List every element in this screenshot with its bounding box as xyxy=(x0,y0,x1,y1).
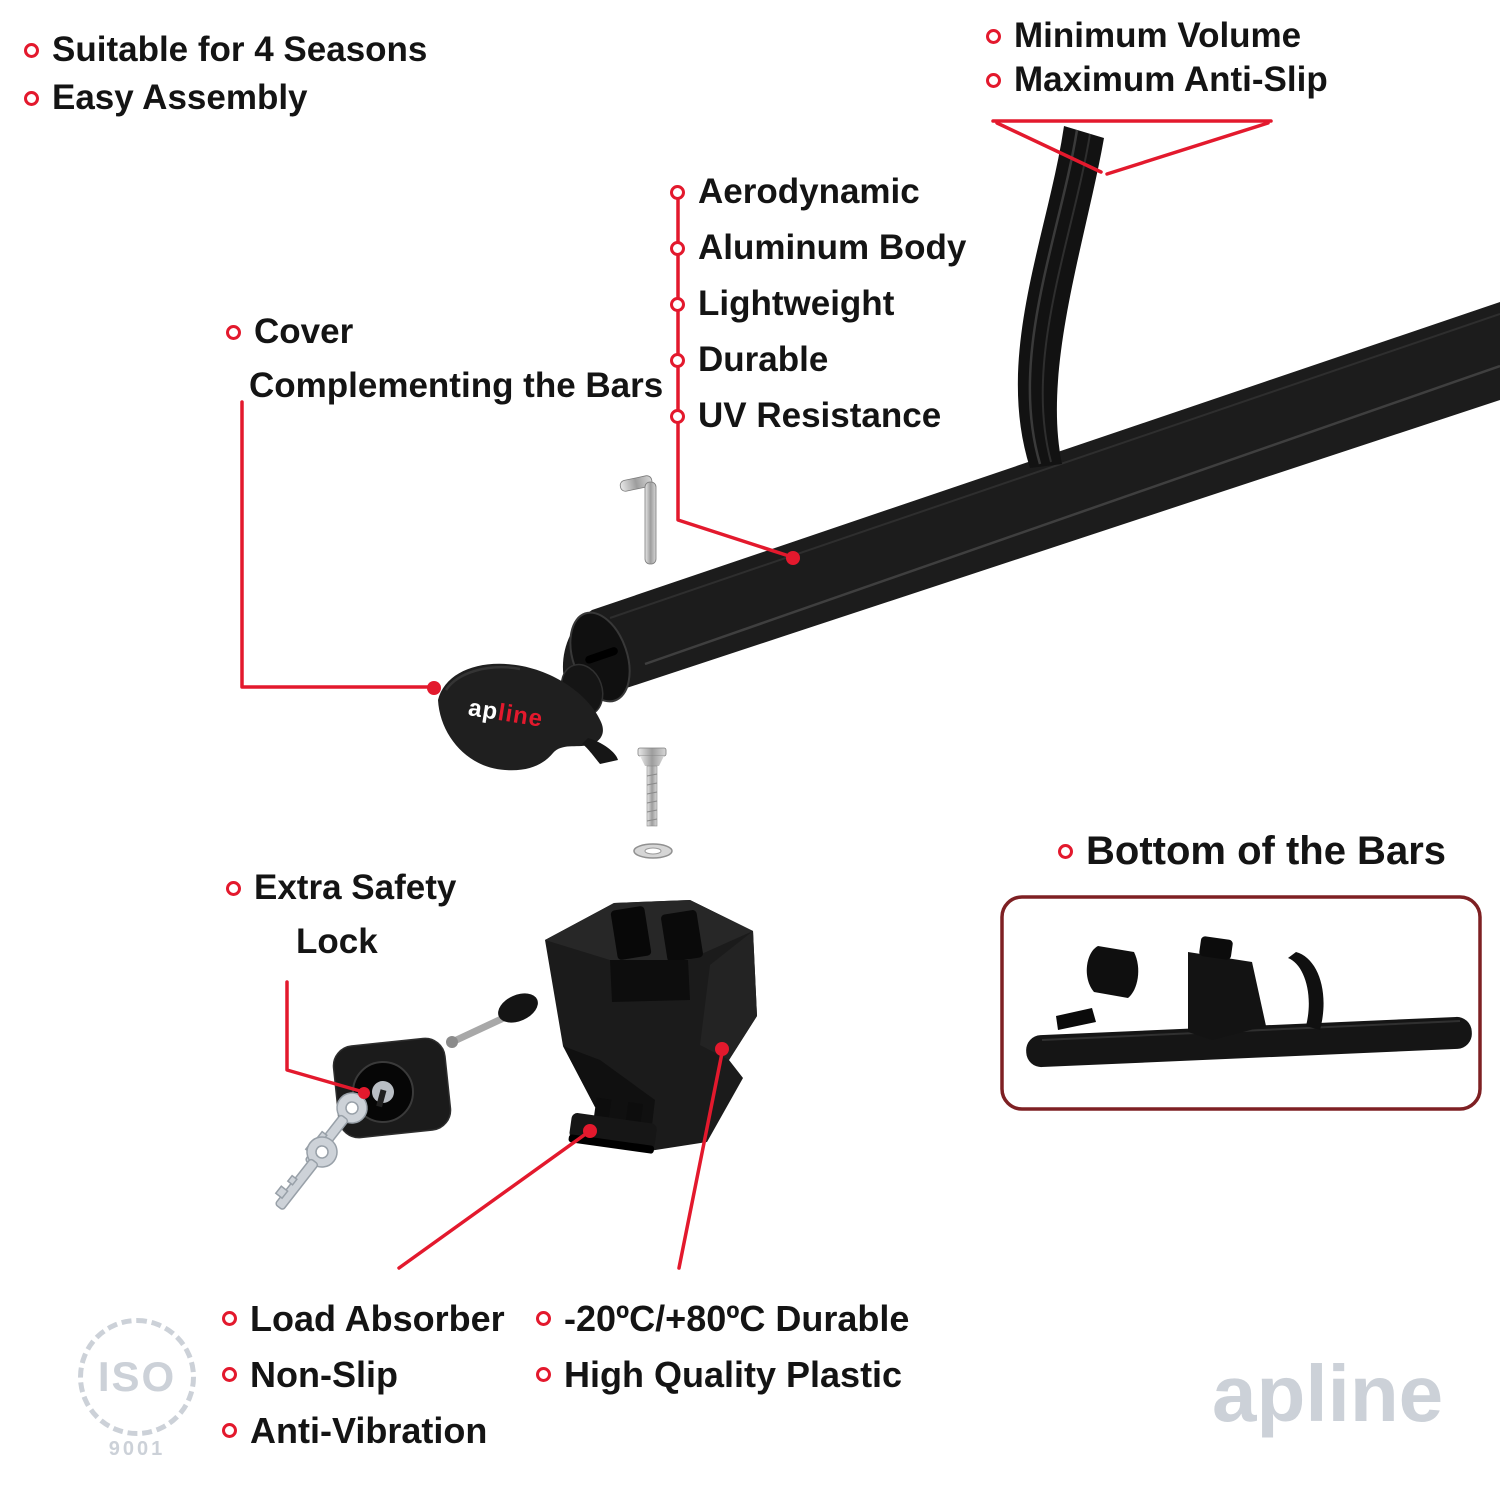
label-load-absorber: Load Absorber xyxy=(222,1298,505,1339)
label-text: Maximum Anti-Slip xyxy=(1014,60,1328,99)
label-text: Durable xyxy=(698,340,829,379)
bolt-icon xyxy=(637,747,667,827)
label-text: Complementing the Bars xyxy=(249,366,664,405)
bullet-icon xyxy=(226,880,241,896)
leader-lines xyxy=(240,119,1273,1270)
label-temperature-durable: -20ºC/+80ºC Durable xyxy=(536,1298,909,1339)
label-lightweight: Lightweight xyxy=(670,284,894,324)
bullet-icon xyxy=(670,352,685,368)
bullet-icon xyxy=(670,240,685,256)
label-non-slip: Non-Slip xyxy=(222,1354,398,1395)
cap-brand-prefix: ap xyxy=(466,694,501,726)
label-minimum-volume: Minimum Volume xyxy=(986,16,1301,56)
bottom-of-bars-inset xyxy=(1000,895,1482,1111)
label-text: Cover xyxy=(254,312,354,351)
label-suitable-4-seasons: Suitable for 4 Seasons xyxy=(24,30,427,70)
label-aluminum-body: Aluminum Body xyxy=(670,228,966,268)
brand-watermark: apline xyxy=(1212,1349,1444,1438)
label-text: Minimum Volume xyxy=(1014,16,1302,55)
label-cover-line2: Complementing the Bars xyxy=(249,366,663,406)
bullet-icon xyxy=(226,324,241,340)
label-text: Lock xyxy=(296,922,378,961)
mounting-foot xyxy=(545,900,757,1151)
bullet-icon xyxy=(536,1367,551,1383)
label-aerodynamic: Aerodynamic xyxy=(670,172,920,212)
label-text: UV Resistance xyxy=(698,396,942,435)
label-cover: Cover xyxy=(226,312,353,352)
label-durable: Durable xyxy=(670,340,828,380)
label-text: Lightweight xyxy=(698,284,895,323)
label-text: Aerodynamic xyxy=(698,172,920,211)
bullet-icon xyxy=(24,42,39,58)
cap-brand-suffix: line xyxy=(496,698,546,733)
iso-title: ISO xyxy=(97,1353,177,1400)
leader-dots xyxy=(358,551,800,1138)
allen-key-icon xyxy=(619,475,657,565)
bullet-icon xyxy=(222,1423,237,1439)
bullet-icon xyxy=(222,1367,237,1383)
label-text: Anti-Vibration xyxy=(250,1410,488,1451)
bullet-icon xyxy=(986,28,1001,44)
iso-number: 9001 xyxy=(108,1438,166,1460)
label-bottom-of-bars: Bottom of the Bars xyxy=(1058,828,1446,874)
label-text: High Quality Plastic xyxy=(564,1354,903,1395)
bullet-icon xyxy=(670,184,685,200)
label-text: Bottom of the Bars xyxy=(1086,829,1446,873)
bullet-icon xyxy=(24,90,39,106)
label-text: -20ºC/+80ºC Durable xyxy=(564,1298,910,1339)
iso-circle-icon: ISO xyxy=(78,1318,196,1436)
keys-icon xyxy=(274,1092,368,1210)
label-text: Easy Assembly xyxy=(52,78,308,117)
label-uv-resistance: UV Resistance xyxy=(670,396,941,436)
bullet-icon xyxy=(986,72,1001,88)
load-absorber-pad xyxy=(568,1097,657,1154)
label-maximum-anti-slip: Maximum Anti-Slip xyxy=(986,60,1328,100)
label-extra-safety: Extra Safety xyxy=(226,868,456,908)
bullet-icon xyxy=(670,296,685,312)
label-text: Non-Slip xyxy=(250,1354,398,1395)
label-easy-assembly: Easy Assembly xyxy=(24,78,308,118)
bar-end-cap xyxy=(438,663,618,771)
bullet-icon xyxy=(670,408,685,424)
bullet-icon xyxy=(1058,843,1073,859)
label-text: Suitable for 4 Seasons xyxy=(52,30,428,69)
label-text: Extra Safety xyxy=(254,868,457,907)
iso-watermark: ISO 9001 xyxy=(72,1318,202,1461)
label-text: Aluminum Body xyxy=(698,228,967,267)
rubber-strip xyxy=(1017,126,1104,468)
label-text: Load Absorber xyxy=(250,1298,505,1339)
label-anti-vibration: Anti-Vibration xyxy=(222,1410,487,1451)
label-lock: Lock xyxy=(296,922,378,962)
bullet-icon xyxy=(222,1311,237,1327)
washer-icon xyxy=(633,843,673,859)
label-high-quality-plastic: High Quality Plastic xyxy=(536,1354,902,1395)
roof-bar xyxy=(560,302,1500,717)
bullet-icon xyxy=(536,1311,551,1327)
